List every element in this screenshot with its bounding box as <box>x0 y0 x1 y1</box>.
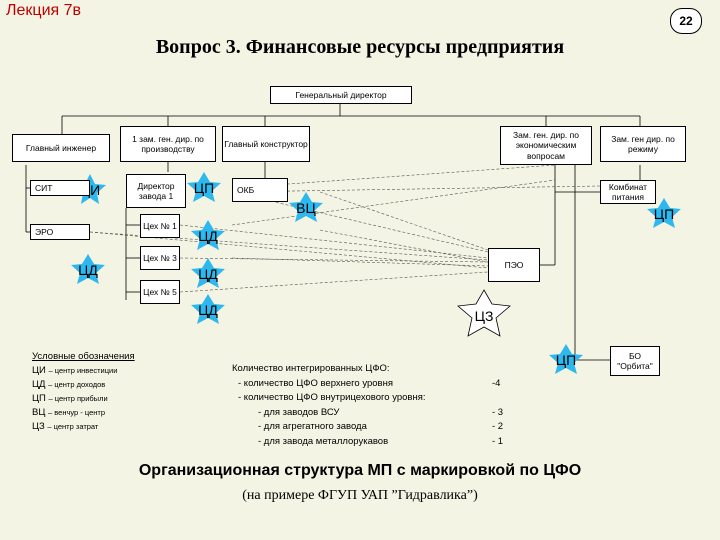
stats-line: - для завода металлорукавов- 1 <box>258 435 504 447</box>
cd-left-marker-label: ЦД <box>78 262 98 278</box>
legend-item: ЦП – центр прибыли <box>32 393 108 404</box>
workshop-3-box: Цех № 3 <box>140 246 180 270</box>
figure-subcaption: (на примере ФГУП УАП ”Гидравлика”) <box>242 488 478 503</box>
bo-box: БО "Орбита" <box>610 346 660 376</box>
slide-title: Вопрос 3. Финансовые ресурсы предприятия <box>155 36 565 58</box>
legend-item: ЦД – центр доходов <box>32 379 106 390</box>
cp-canteen-marker: ЦП <box>647 198 681 228</box>
okb-box: ОКБ <box>232 178 288 202</box>
cfo-stats: Количество интегрированных ЦФО: - количе… <box>232 362 532 452</box>
ero-box: ЭРО <box>30 224 90 240</box>
ceo-box: Генеральный директор <box>270 86 412 104</box>
chief-engineer-box: Главный инженер <box>12 134 110 162</box>
canteen-box: Комбинат питания <box>600 180 656 204</box>
legend-item: ВЦ – венчур - центр <box>32 407 106 418</box>
stats-line: - количество ЦФО внутрицехового уровня: <box>238 392 426 403</box>
deputy-production-box: 1 зам. ген. дир. по производству <box>120 126 216 162</box>
workshop-5-box: Цех № 5 <box>140 280 180 304</box>
chief-designer-box: Главный конструктор <box>222 126 310 162</box>
cd-5-marker: ЦД <box>191 294 225 324</box>
peo-box: ПЭО <box>488 248 540 282</box>
sit-box: СИТ <box>30 180 90 196</box>
cp-plant-marker-label: ЦП <box>194 180 214 196</box>
hierarchy-lines <box>25 104 641 361</box>
legend: Условные обозначения ЦИ – центр инвестиц… <box>32 350 135 434</box>
lecture-label: Лекция 7в <box>6 2 82 19</box>
cd-3-marker-label: ЦД <box>198 266 218 282</box>
cd-1-marker-label: ЦД <box>198 228 218 244</box>
stats-line: - для заводов ВСУ- 3 <box>258 406 504 418</box>
cd-5-marker-label: ЦД <box>198 302 218 318</box>
legend-item: ЦЗ – центр затрат <box>32 421 99 432</box>
stats-line: - количество ЦФО верхнего уровня-4 <box>238 377 501 389</box>
cp-bottom-marker: ЦП <box>549 344 583 374</box>
cz-marker: ЦЗ <box>457 289 511 337</box>
plant-director-box: Директор завода 1 <box>126 174 186 208</box>
cd-1-marker: ЦД <box>191 220 225 250</box>
vc-marker: ВЦ <box>289 192 323 222</box>
page-number: 22 <box>670 8 702 34</box>
vc-marker-label: ВЦ <box>296 200 316 216</box>
figure-caption: Организационная структура МП с маркировк… <box>138 462 582 479</box>
cp-bottom-marker-label: ЦП <box>556 352 576 368</box>
cp-plant-marker: ЦП <box>187 172 221 202</box>
cp-canteen-marker-label: ЦП <box>654 206 674 222</box>
deputy-regime-box: Зам. ген дир. по режиму <box>600 126 686 162</box>
stats-line: Количество интегрированных ЦФО: <box>232 363 390 374</box>
legend-heading: Условные обозначения <box>32 351 135 362</box>
cd-3-marker: ЦД <box>191 258 225 288</box>
cz-marker-label: ЦЗ <box>475 308 494 324</box>
cd-left-marker: ЦД <box>71 254 105 284</box>
stats-line: - для агрегатного завода- 2 <box>258 421 504 432</box>
deputy-economic-box: Зам. ген. дир. по экономическим вопросам <box>500 126 592 165</box>
legend-item: ЦИ – центр инвестиции <box>32 365 118 376</box>
workshop-1-box: Цех № 1 <box>140 214 180 238</box>
